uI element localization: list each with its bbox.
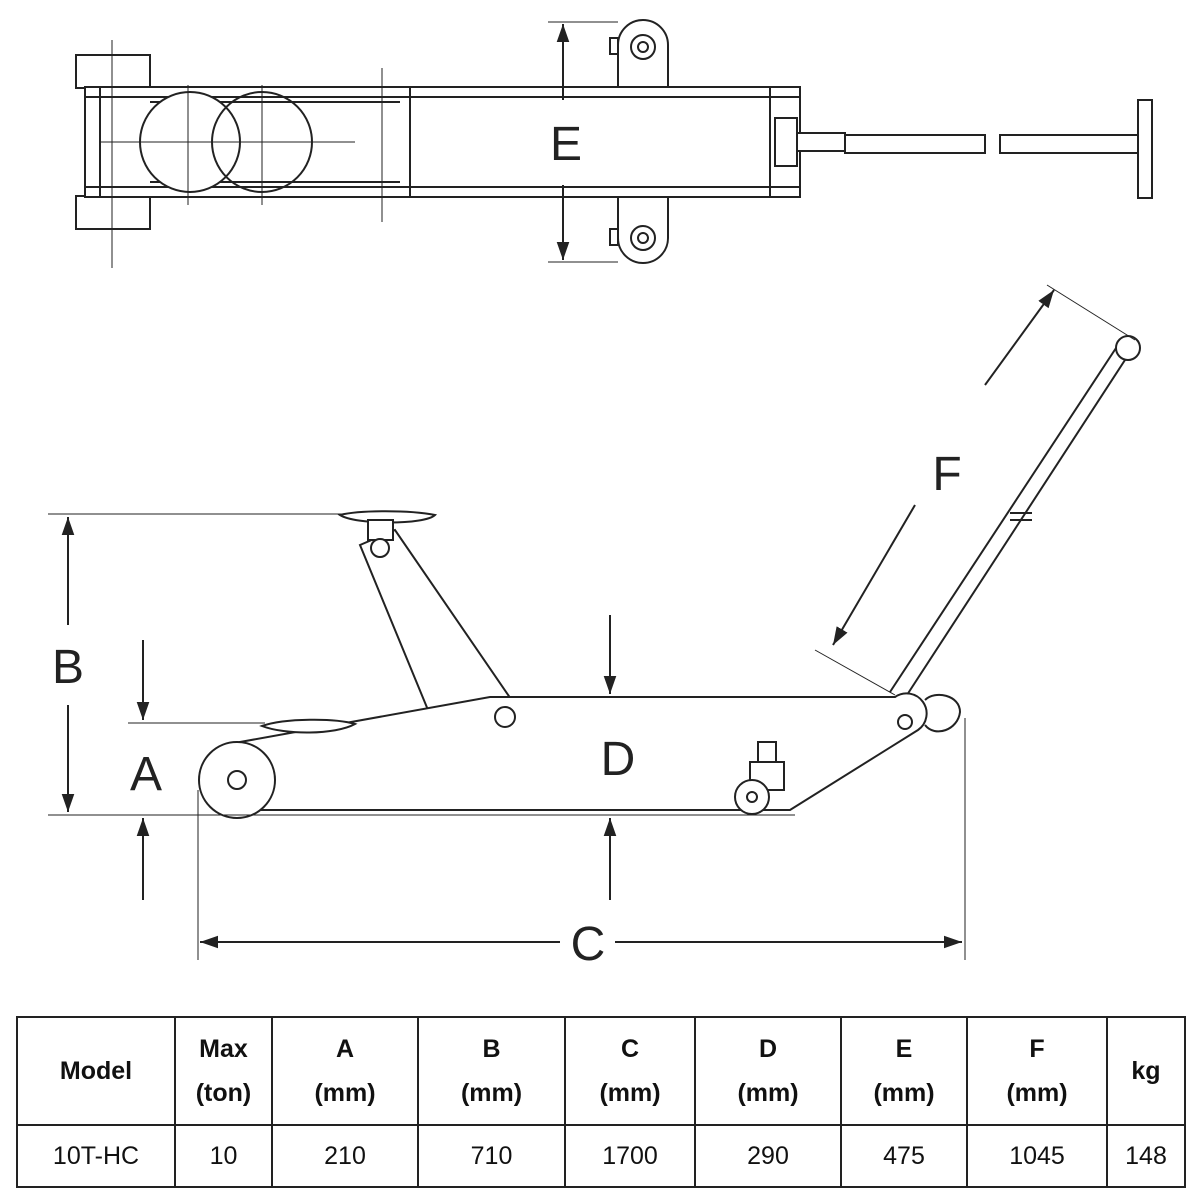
saddle-raised <box>337 510 438 524</box>
dimension-b-label: B <box>52 641 84 694</box>
top-side-plate-lower <box>617 196 669 264</box>
top-side-plate-upper <box>617 19 669 88</box>
header-model: Model <box>16 1016 176 1126</box>
header-kg: kg <box>1106 1016 1186 1126</box>
dimension-c-label: C <box>571 918 606 971</box>
jack-body <box>239 692 928 811</box>
dimension-f-label: F <box>932 448 961 501</box>
header-a: A(mm) <box>271 1016 419 1126</box>
header-e: E(mm) <box>840 1016 968 1126</box>
top-front-wheel-upper <box>75 54 151 89</box>
header-max: Max(ton) <box>174 1016 273 1126</box>
side-view <box>48 284 1141 960</box>
top-front-wheel-lower <box>75 195 151 230</box>
header-b: B(mm) <box>417 1016 566 1126</box>
dimension-e-label: E <box>550 118 582 171</box>
dimension-a-label: A <box>130 748 162 801</box>
cell-f: 1045 <box>966 1124 1108 1188</box>
floor-jack-technical-drawing: E <box>48 19 1153 971</box>
specification-table: Model Max(ton) A(mm) B(mm) C(mm) D(mm) E… <box>16 1016 1186 1188</box>
handle-knob <box>1115 335 1141 361</box>
top-view <box>75 19 1153 268</box>
dimension-f-upper-arrow <box>984 289 1055 386</box>
cell-model: 10T-HC <box>16 1124 176 1188</box>
cell-b: 710 <box>417 1124 566 1188</box>
cell-a: 210 <box>271 1124 419 1188</box>
header-d: D(mm) <box>694 1016 842 1126</box>
table-header-row: Model Max(ton) A(mm) B(mm) C(mm) D(mm) E… <box>16 1016 1186 1126</box>
dimension-f-lower-arrow <box>832 504 916 646</box>
cell-d: 290 <box>694 1124 842 1188</box>
top-handle-grip <box>1137 99 1153 199</box>
header-f: F(mm) <box>966 1016 1108 1126</box>
cell-c: 1700 <box>564 1124 696 1188</box>
cell-max: 10 <box>174 1124 273 1188</box>
header-c: C(mm) <box>564 1016 696 1126</box>
saddle-lowered <box>259 718 358 734</box>
table-row: 10T-HC 10 210 710 1700 290 475 1045 148 <box>16 1124 1186 1188</box>
cell-kg: 148 <box>1106 1124 1186 1188</box>
dimension-d-label: D <box>601 733 636 786</box>
cell-e: 475 <box>840 1124 968 1188</box>
